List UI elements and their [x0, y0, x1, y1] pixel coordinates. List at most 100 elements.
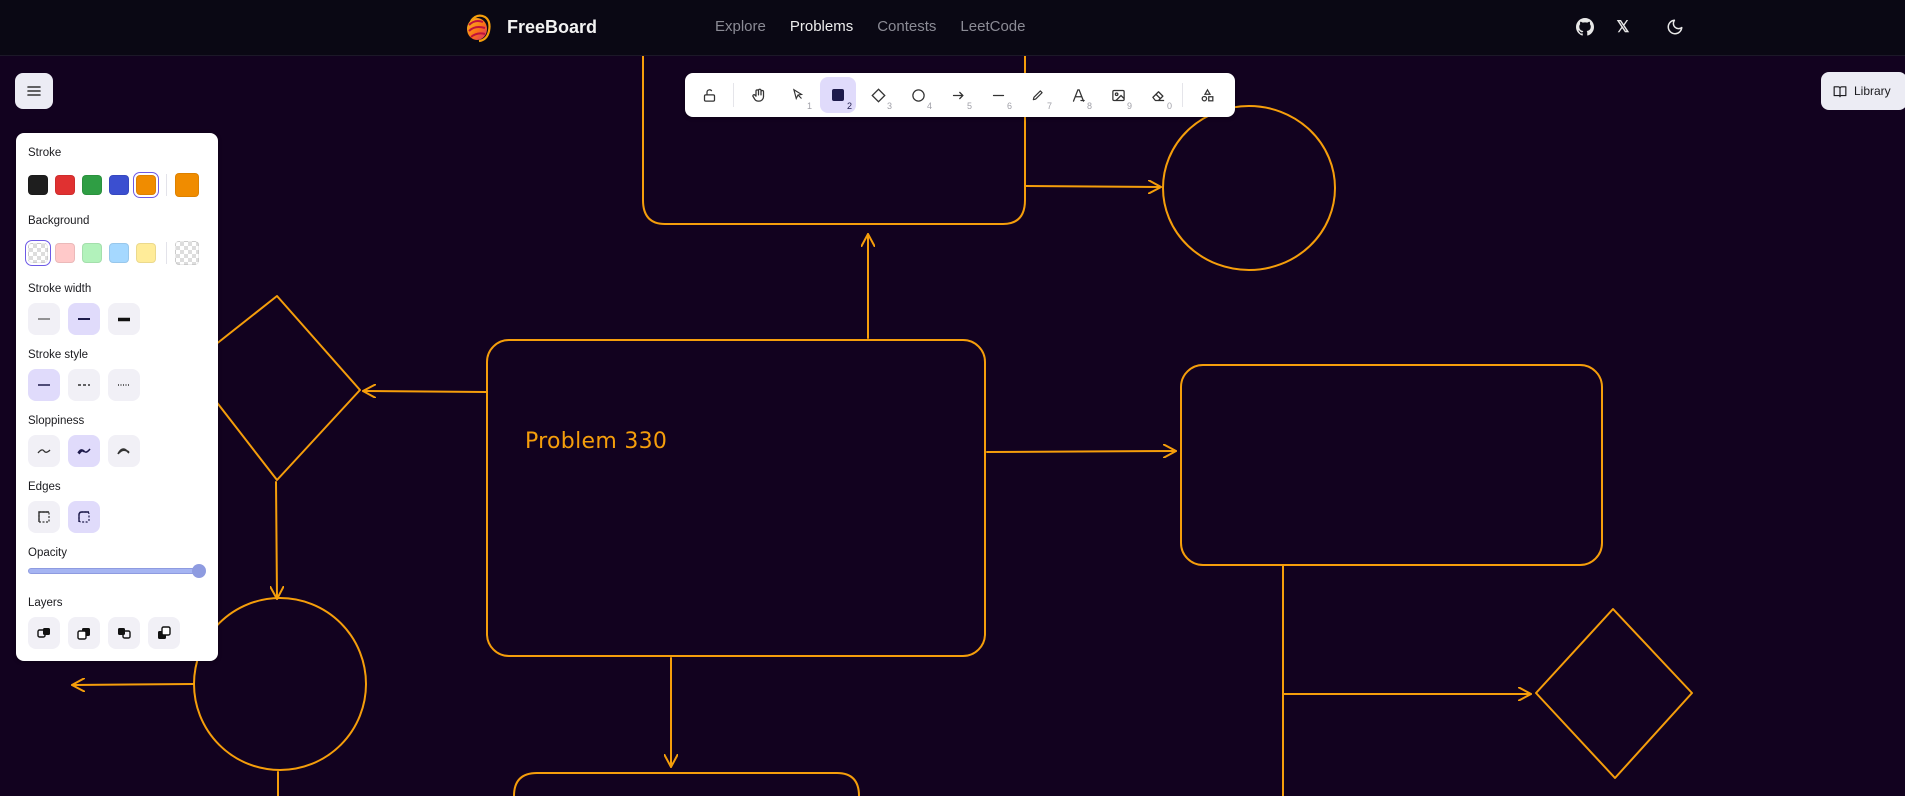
stroke-swatch-green[interactable]	[82, 175, 102, 195]
bring-forward-button[interactable]	[108, 617, 140, 649]
sloppiness-artist[interactable]	[68, 435, 100, 467]
bottom-left-circle[interactable]	[193, 597, 367, 771]
draw-tool[interactable]: 7	[1020, 77, 1056, 113]
background-swatch-transparent[interactable]	[25, 240, 51, 266]
library-label: Library	[1854, 84, 1891, 98]
left-diamond[interactable]	[214, 295, 361, 481]
arrow-far-left	[73, 684, 194, 685]
eraser-tool-key: 0	[1166, 101, 1172, 111]
background-swatch-green[interactable]	[82, 243, 102, 263]
sloppiness-options	[28, 435, 148, 467]
top-right-circle[interactable]	[1162, 105, 1336, 271]
problem-label[interactable]: Problem 330	[525, 429, 668, 454]
background-swatch-pink[interactable]	[55, 243, 75, 263]
github-icon[interactable]	[1575, 17, 1595, 37]
dashed-line-icon	[78, 384, 90, 386]
line-tool-key: 6	[1006, 101, 1012, 111]
center-rectangle[interactable]	[486, 339, 986, 657]
properties-panel: Stroke Background Stroke width Stroke st…	[16, 133, 218, 661]
arrow-right-icon	[952, 91, 964, 99]
rectangle-tool[interactable]: 2	[820, 77, 856, 113]
send-to-back-icon	[37, 628, 50, 638]
opacity-slider[interactable]	[28, 564, 206, 578]
layers-options	[28, 617, 188, 649]
stroke-colors	[28, 172, 206, 198]
x-twitter-icon[interactable]: 𝕏	[1616, 19, 1630, 36]
edges-title: Edges	[28, 481, 61, 493]
stroke-current-color[interactable]	[175, 173, 199, 197]
arrow-to-circle	[1025, 186, 1160, 187]
more-tools[interactable]	[1189, 77, 1225, 113]
shape-toolbar: 1 2 3 4 5 6 7 8 9 0	[685, 73, 1235, 117]
stroke-width-bold[interactable]	[68, 303, 100, 335]
right-diamond[interactable]	[1535, 608, 1693, 779]
architect-icon	[37, 449, 51, 454]
stroke-swatch-blue[interactable]	[109, 175, 129, 195]
nav-link-leetcode[interactable]: LeetCode	[960, 18, 1026, 35]
bring-to-front-icon	[158, 626, 171, 639]
opacity-title: Opacity	[28, 547, 67, 559]
nav-icons: 𝕏	[1575, 17, 1685, 37]
stroke-style-dashed[interactable]	[68, 369, 100, 401]
text-tool-key: 8	[1086, 101, 1092, 111]
background-swatch-blue[interactable]	[109, 243, 129, 263]
background-title: Background	[28, 215, 90, 227]
nav-link-problems[interactable]: Problems	[789, 18, 854, 35]
image-icon	[1111, 89, 1125, 101]
arrow-right	[986, 451, 1175, 452]
stroke-style-dotted[interactable]	[108, 369, 140, 401]
canvas-shapes	[0, 56, 1693, 796]
text-tool[interactable]: 8	[1060, 77, 1096, 113]
stroke-swatch-red[interactable]	[55, 175, 75, 195]
hamburger-icon	[27, 86, 41, 96]
dotted-line-icon	[118, 384, 130, 386]
freeboard-logo-icon	[467, 14, 491, 43]
stroke-width-thin[interactable]	[28, 303, 60, 335]
stroke-swatch-black[interactable]	[28, 175, 48, 195]
edges-round[interactable]	[68, 501, 100, 533]
lock-tool[interactable]	[691, 77, 727, 113]
thin-line-icon	[38, 318, 50, 320]
bottom-rectangle[interactable]	[513, 772, 860, 796]
text-icon	[1072, 88, 1085, 102]
ellipse-tool[interactable]: 4	[900, 77, 936, 113]
arrow-down-left	[276, 481, 277, 598]
sloppiness-cartoonist[interactable]	[108, 435, 140, 467]
diamond-tool[interactable]: 3	[860, 77, 896, 113]
main-menu-button[interactable]	[15, 73, 53, 109]
background-colors	[25, 240, 206, 266]
eraser-tool[interactable]: 0	[1140, 77, 1176, 113]
library-button[interactable]: Library	[1821, 72, 1905, 110]
bring-to-front-button[interactable]	[148, 617, 180, 649]
toolbar-separator	[1182, 83, 1183, 107]
lock-open-icon	[703, 88, 715, 102]
brand[interactable]: FreeBoard	[463, 11, 597, 43]
draw-tool-key: 7	[1046, 101, 1052, 111]
nav-links: Explore Problems Contests LeetCode	[715, 18, 1025, 35]
send-to-back-button[interactable]	[28, 617, 60, 649]
square-icon	[832, 89, 844, 101]
arrow-tool[interactable]: 5	[940, 77, 976, 113]
edges-sharp[interactable]	[28, 501, 60, 533]
stroke-width-extra-bold[interactable]	[108, 303, 140, 335]
top-rectangle[interactable]	[642, 56, 1026, 225]
nav-link-contests[interactable]: Contests	[877, 18, 937, 35]
select-tool[interactable]: 1	[780, 77, 816, 113]
nav-link-explore[interactable]: Explore	[715, 18, 766, 35]
stroke-style-solid[interactable]	[28, 369, 60, 401]
drawing-canvas[interactable]: Problem 330	[0, 56, 1905, 796]
background-current-color[interactable]	[175, 241, 199, 265]
stroke-style-title: Stroke style	[28, 349, 89, 361]
stroke-swatch-orange[interactable]	[133, 172, 159, 198]
send-backward-button[interactable]	[68, 617, 100, 649]
opacity-thumb[interactable]	[192, 564, 206, 578]
sloppiness-architect[interactable]	[28, 435, 60, 467]
line-tool[interactable]: 6	[980, 77, 1016, 113]
background-swatch-yellow[interactable]	[136, 243, 156, 263]
right-rectangle[interactable]	[1180, 364, 1603, 566]
image-tool[interactable]: 9	[1100, 77, 1136, 113]
pencil-icon	[1032, 90, 1043, 101]
moon-icon[interactable]	[1665, 17, 1685, 37]
hand-tool[interactable]	[740, 77, 776, 113]
extra-bold-line-icon	[118, 317, 130, 321]
